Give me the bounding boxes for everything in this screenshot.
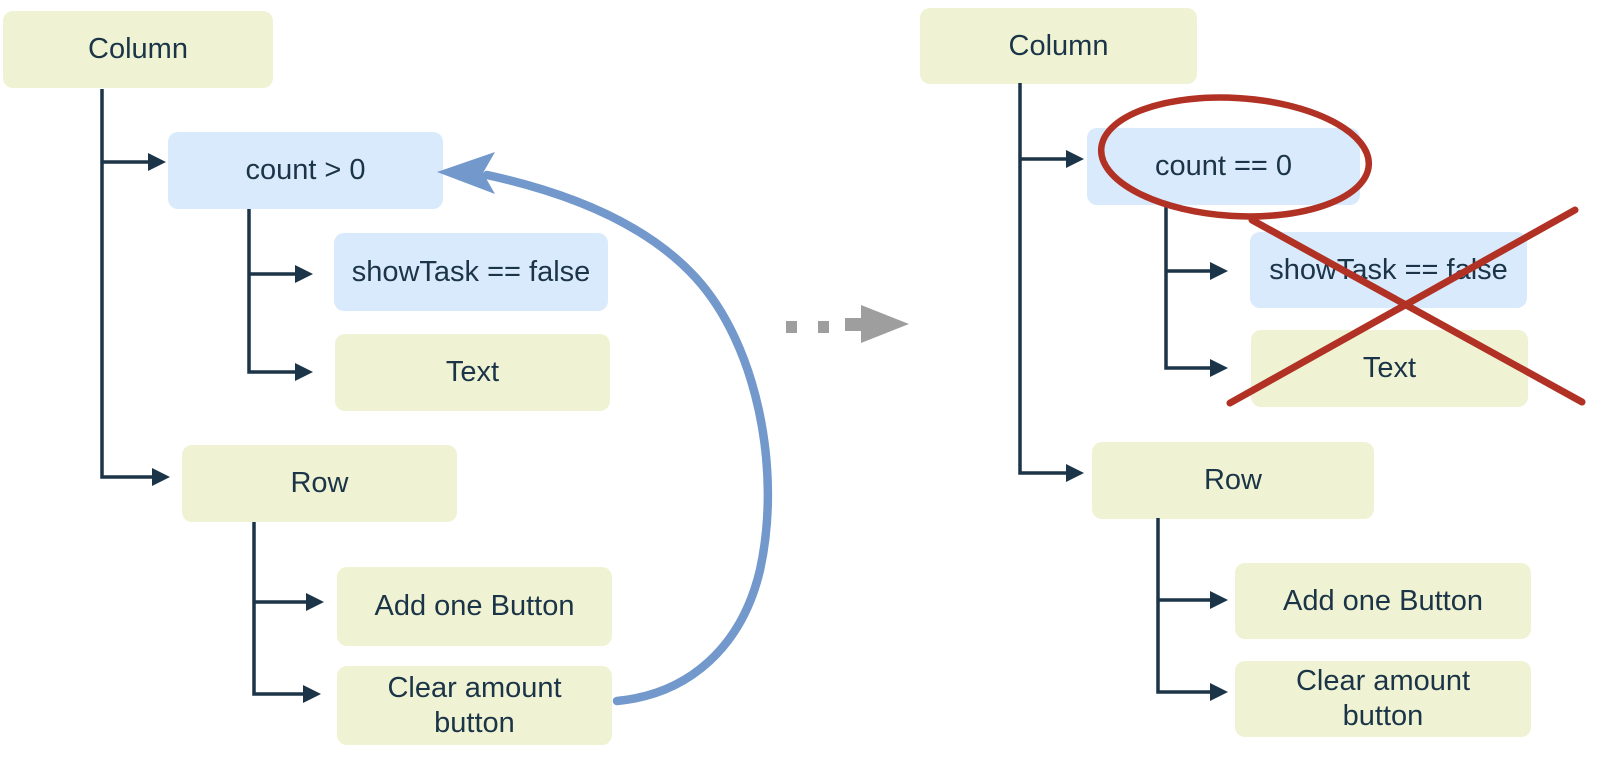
tree-connector-right-row-children	[1156, 518, 1210, 694]
arrowhead-icon	[1210, 262, 1228, 280]
arrowhead-icon	[148, 153, 166, 171]
tree-connector-left-trunk	[100, 89, 152, 479]
node-text-right: Text	[1251, 330, 1528, 407]
arrowhead-icon	[152, 468, 170, 486]
node-label: showTask == false	[1269, 253, 1508, 286]
node-condition-right: count == 0	[1087, 128, 1360, 205]
node-label: Add one Button	[374, 590, 575, 623]
node-label: Text	[445, 356, 500, 389]
transition-arrowhead-icon	[861, 305, 909, 343]
tree-connector-right-condition-children	[1164, 205, 1210, 370]
node-showtask-left: showTask == false	[334, 233, 608, 311]
node-label: showTask == false	[351, 255, 591, 288]
node-label: Column	[1008, 29, 1109, 62]
arrowhead-icon	[295, 363, 313, 381]
node-clear-button-right: Clear amount button	[1235, 661, 1531, 737]
node-condition-left: count > 0	[168, 132, 443, 209]
arrowhead-icon	[1066, 464, 1084, 482]
node-column-left: Column	[3, 11, 273, 88]
node-label: Column	[88, 33, 188, 66]
node-label: Row	[290, 467, 349, 500]
node-row-left: Row	[182, 445, 457, 522]
node-clear-button-left: Clear amount button	[337, 666, 612, 745]
node-label: Clear amount button	[1295, 665, 1471, 732]
arrowhead-icon	[1210, 359, 1228, 377]
node-showtask-right: showTask == false	[1250, 232, 1527, 308]
tree-connector-left-condition-children	[247, 209, 295, 374]
node-row-right: Row	[1092, 442, 1374, 519]
node-label: count > 0	[245, 154, 366, 187]
node-add-button-left: Add one Button	[337, 567, 612, 646]
arrowhead-icon	[1066, 150, 1084, 168]
node-add-button-right: Add one Button	[1235, 563, 1531, 639]
transition-stub	[845, 318, 863, 331]
node-column-right: Column	[920, 8, 1197, 84]
node-label: Add one Button	[1283, 584, 1483, 617]
node-label: count == 0	[1154, 150, 1293, 183]
arrowhead-icon	[1210, 683, 1228, 701]
arrowhead-icon	[306, 593, 324, 611]
transition-dot	[818, 321, 829, 333]
arrowhead-icon	[1210, 591, 1228, 609]
node-label: Row	[1203, 464, 1262, 497]
arrowhead-icon	[295, 265, 313, 283]
transition-dot	[786, 321, 797, 333]
loop-arrowhead-icon	[437, 152, 495, 194]
tree-connector-right-trunk	[1018, 83, 1066, 475]
tree-connector-left-row-children	[252, 522, 303, 696]
node-label: Clear amount button	[387, 671, 562, 739]
node-text-left: Text	[335, 334, 610, 411]
node-label: Text	[1362, 352, 1417, 385]
arrowhead-icon	[303, 685, 321, 703]
